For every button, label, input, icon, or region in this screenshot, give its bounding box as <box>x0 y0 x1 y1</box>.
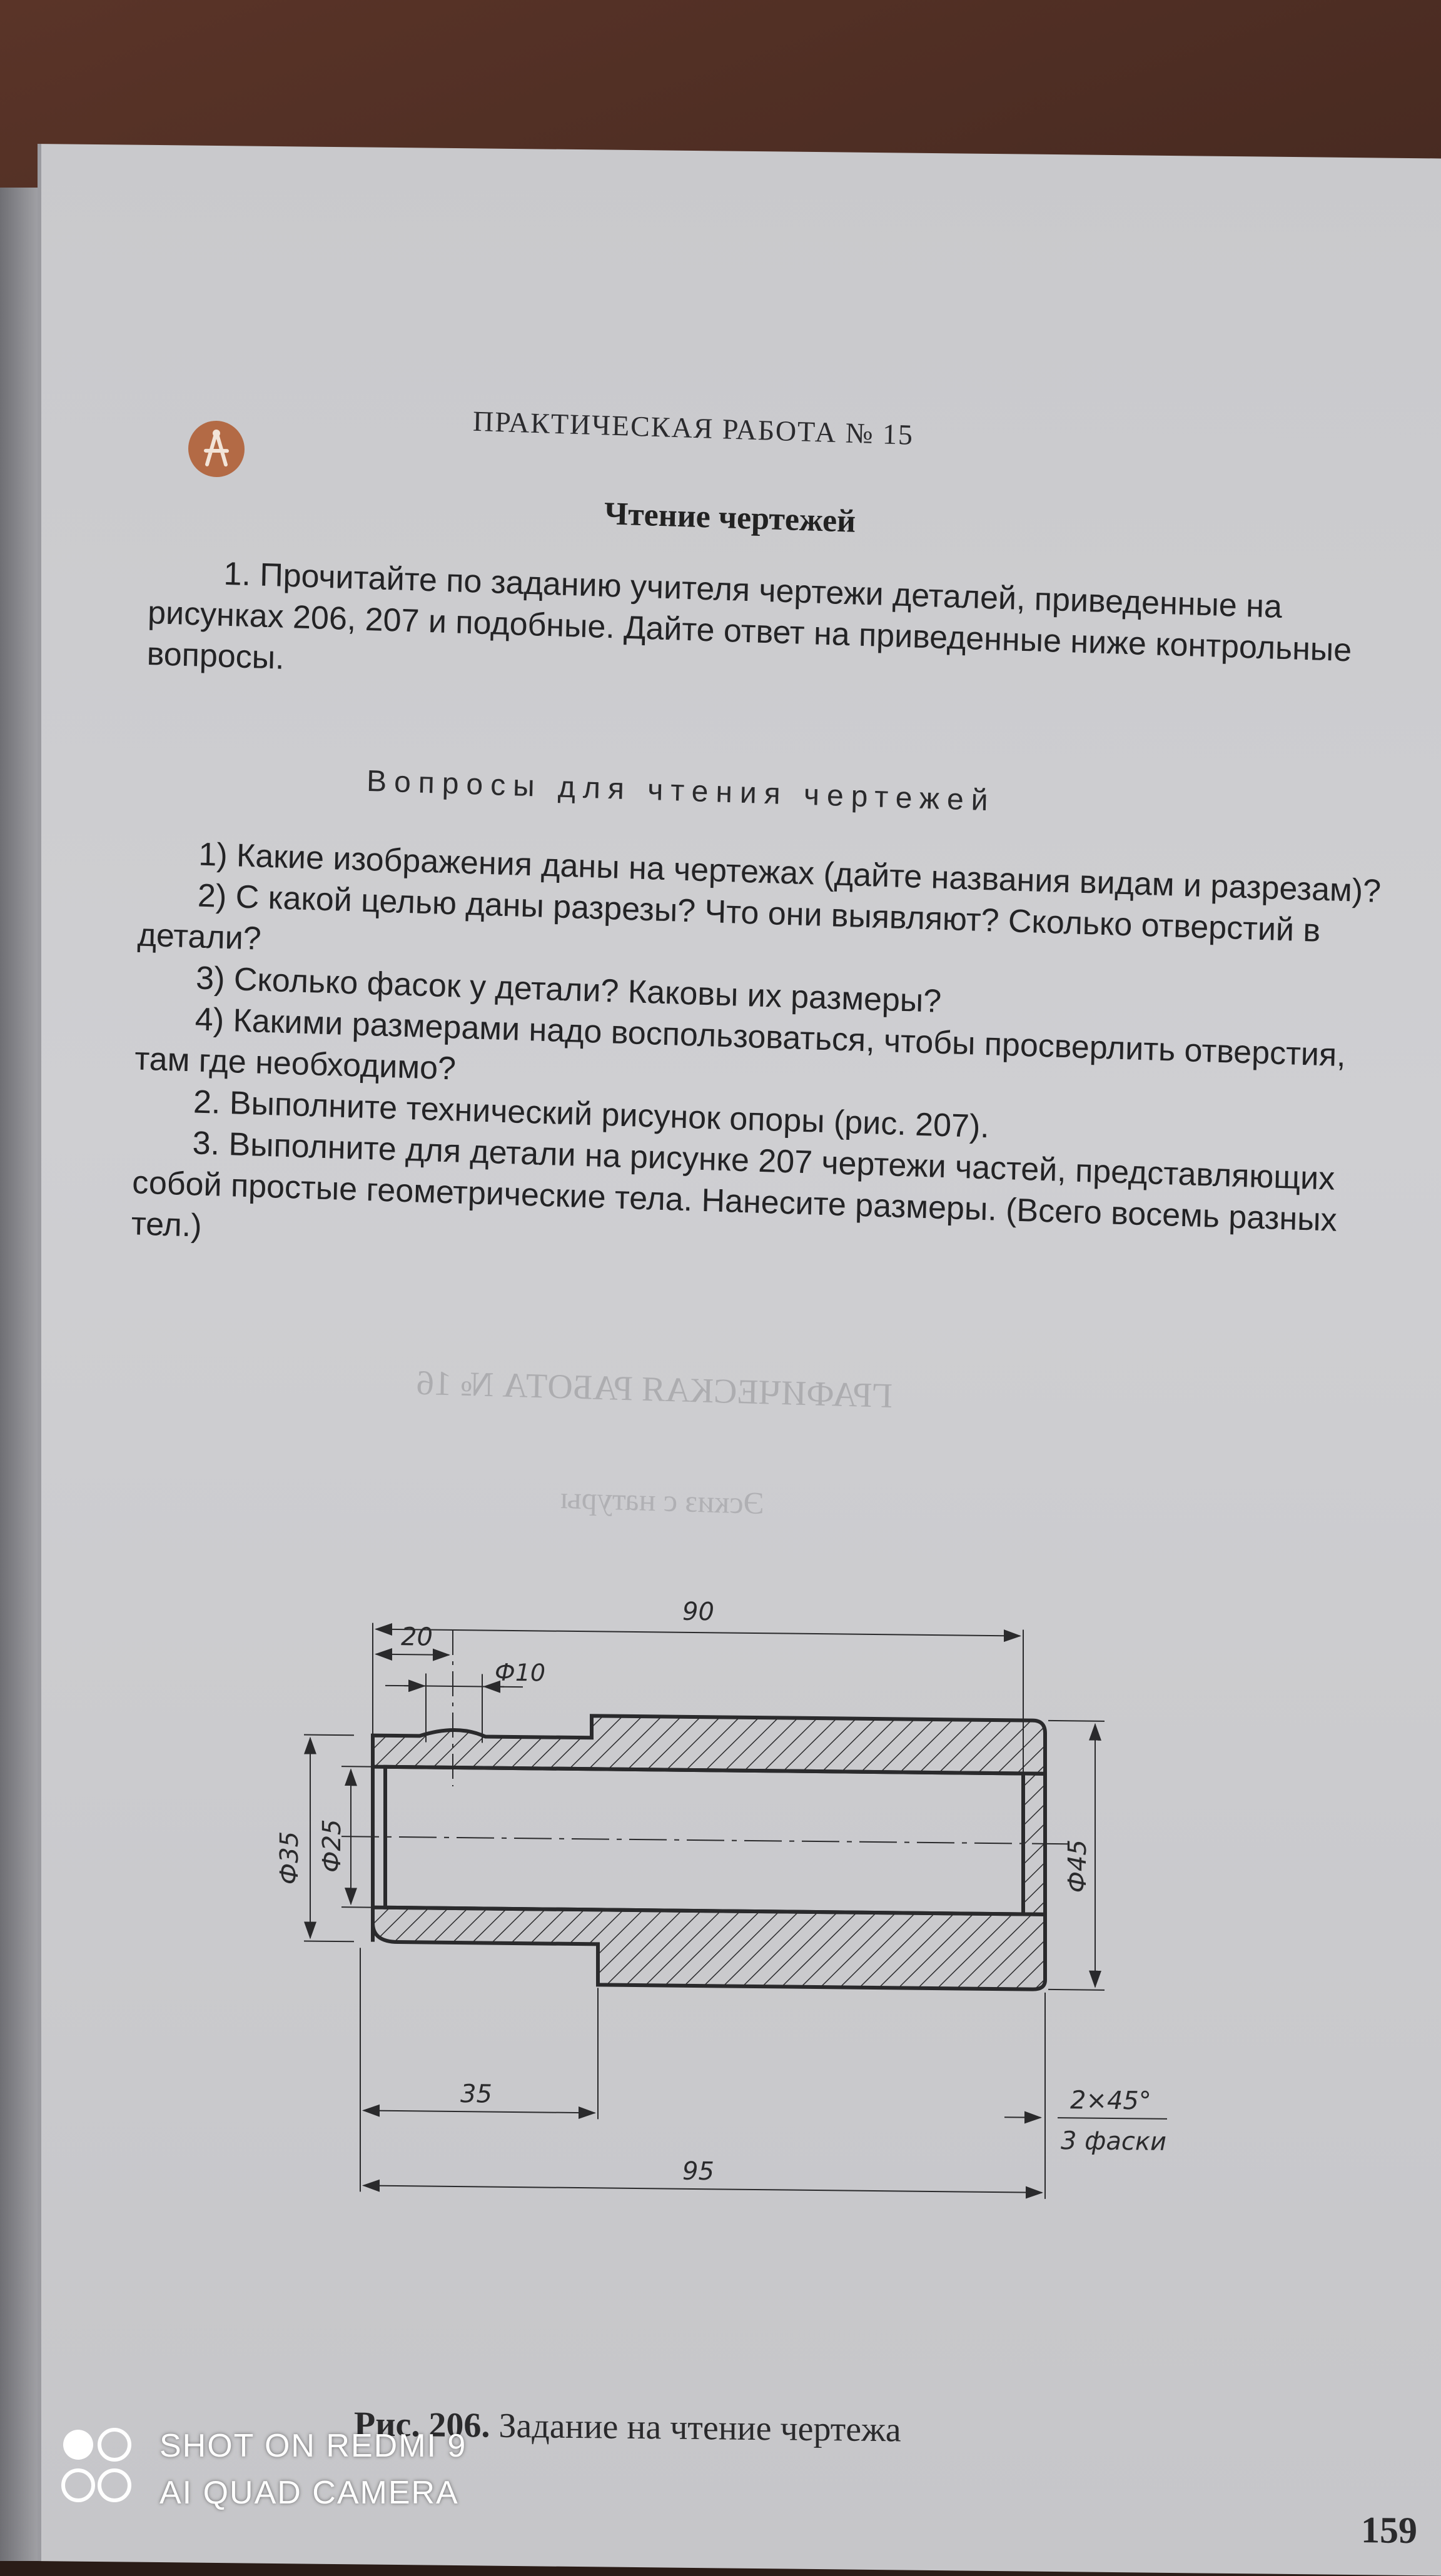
top-wall-section <box>373 1714 1045 1774</box>
dim-line-35 <box>363 2110 595 2113</box>
dim-label-20: 20 <box>401 1623 433 1652</box>
dim-label-d25: Ф25 <box>318 1819 346 1873</box>
dim-line-20 <box>376 1654 449 1655</box>
intro-paragraph: 1. Прочитайте по заданию учителя чертежи… <box>146 551 1400 714</box>
bottom-wall-section <box>373 1908 1045 1990</box>
bleed-through-text: Эскиз с натуры <box>560 1479 765 1521</box>
page-header: ПРАКТИЧЕСКАЯ РАБОТА № 15 <box>473 405 1099 457</box>
watermark-line-2: AI QUAD CAMERA <box>159 2470 467 2517</box>
questions-list: 1) Какие изображения даны на чертежах (д… <box>131 832 1408 1284</box>
dim-label-95: 95 <box>682 2157 714 2186</box>
page-number: 159 <box>1361 2508 1417 2552</box>
dim-line-95 <box>363 2185 1042 2192</box>
chamfer-count-label: 3 фаски <box>1061 2126 1166 2156</box>
watermark-line-1: SHOT ON REDMI 9 <box>159 2423 467 2470</box>
dim-label-35: 35 <box>460 2080 492 2109</box>
dim-label-d35: Ф35 <box>275 1831 304 1885</box>
camera-watermark: SHOT ON REDMI 9 AI QUAD CAMERA <box>59 2423 622 2548</box>
section-title: Чтение чертежей <box>604 495 1042 546</box>
compass-emblem-icon <box>188 421 245 478</box>
bleed-through-text: ГРАФИЧЕСКАЯ РАБОТА № 16 <box>416 1363 892 1416</box>
dim-line-90 <box>376 1629 1020 1636</box>
dim-label-d10: Ф10 <box>495 1659 545 1687</box>
technical-drawing: 90 20 Ф10 Ф35 Ф25 Ф45 35 95 2×45° 3 фаск… <box>216 1534 1180 2263</box>
book-page: ГРАФИЧЕСКАЯ РАБОТА № 16 Эскиз с натуры П… <box>38 144 1441 2576</box>
camera-lens-icon <box>59 2423 134 2510</box>
questions-subtitle: Вопросы для чтения чертежей <box>367 764 1180 824</box>
center-line <box>341 1836 1079 1844</box>
dim-label-d45: Ф45 <box>1063 1839 1092 1893</box>
chamfer-label: 2×45° <box>1070 2086 1151 2115</box>
dim-label-90: 90 <box>682 1597 714 1627</box>
